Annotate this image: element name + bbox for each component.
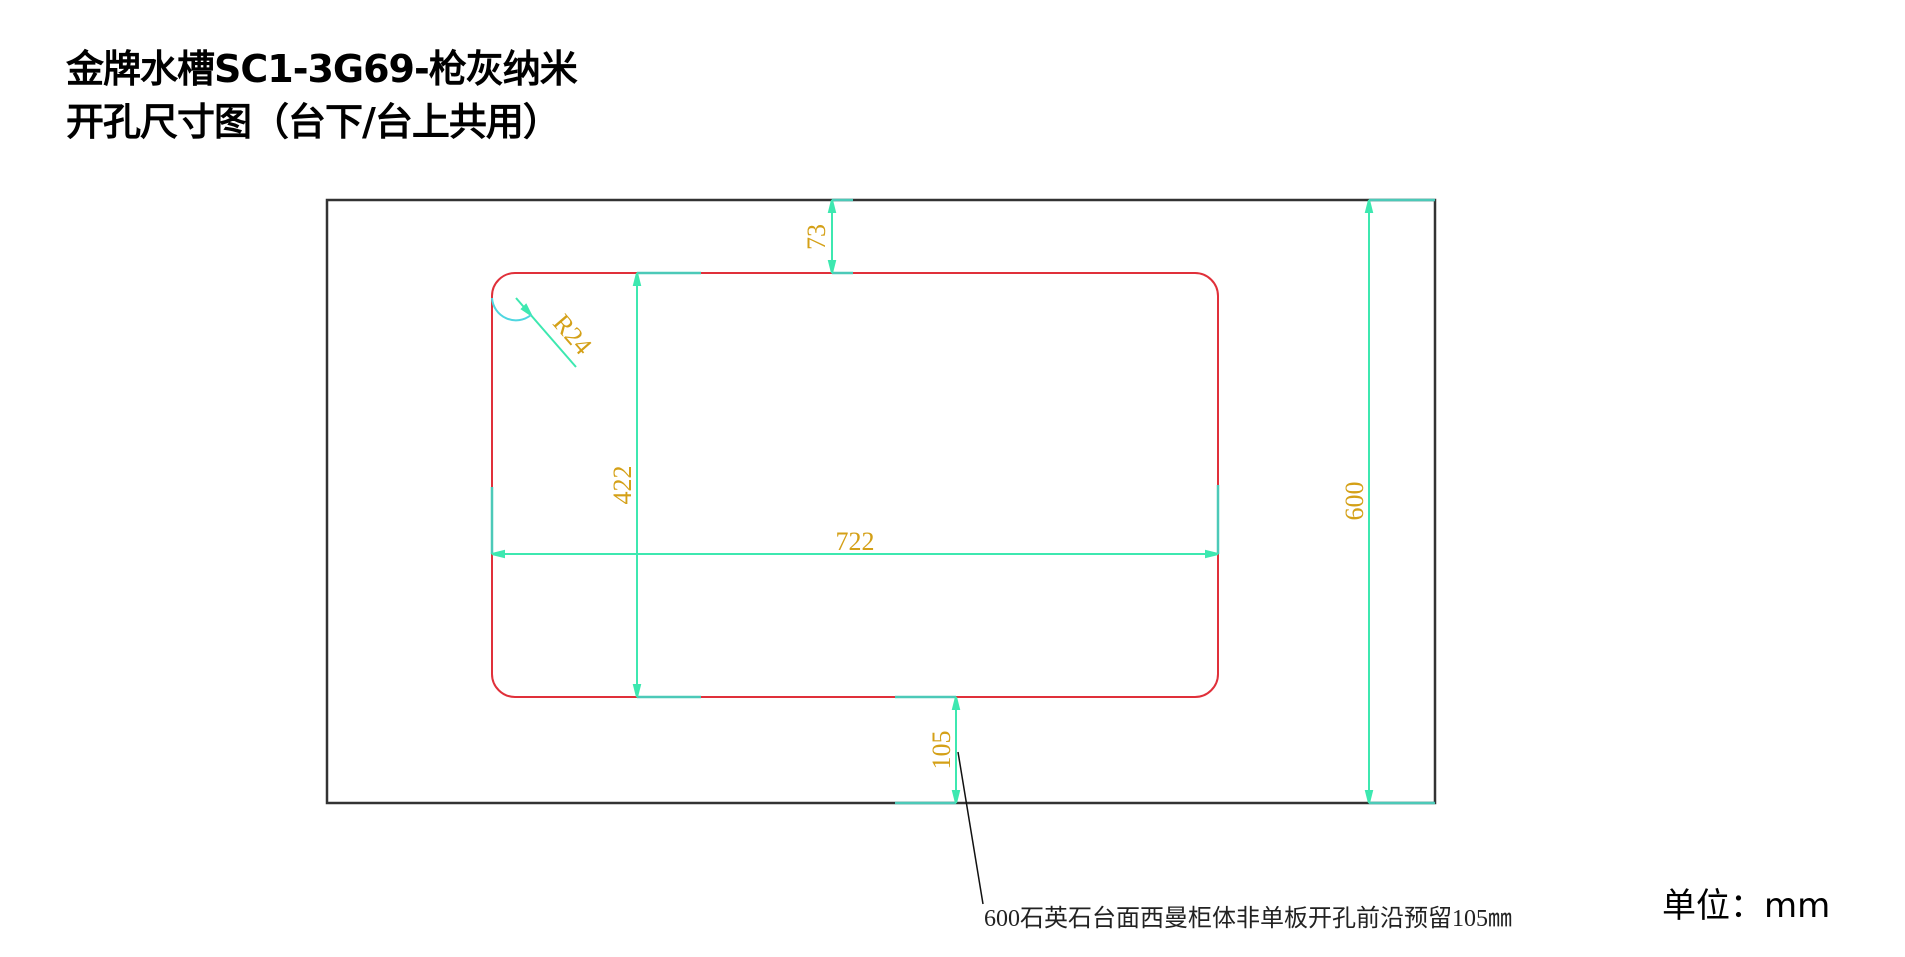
extension-lines: [490, 198, 1435, 805]
radius-r24-label: R24: [547, 309, 597, 361]
dim-73-label: 73: [802, 224, 831, 250]
dim-422-label: 422: [608, 466, 637, 505]
front-edge-note: 600石英石台面西曼柜体非单板开孔前沿预留105㎜: [984, 906, 1512, 932]
dim-105-label: 105: [927, 731, 956, 770]
dimension-lines: [491, 199, 1374, 804]
radius-arc: [491, 297, 532, 322]
countertop-outline: [325, 198, 1437, 805]
dim-722-label: 722: [836, 527, 875, 556]
dim-600-label: 600: [1340, 482, 1369, 521]
unit-label: 单位：mm: [1662, 886, 1831, 926]
note-leader-line: [957, 751, 984, 905]
sink-cutout-outline: [491, 272, 1219, 698]
title-line-1: 金牌水槽SC1-3G69-枪灰纳米: [66, 47, 578, 91]
title-line-2: 开孔尺寸图（台下/台上共用）: [66, 100, 561, 144]
